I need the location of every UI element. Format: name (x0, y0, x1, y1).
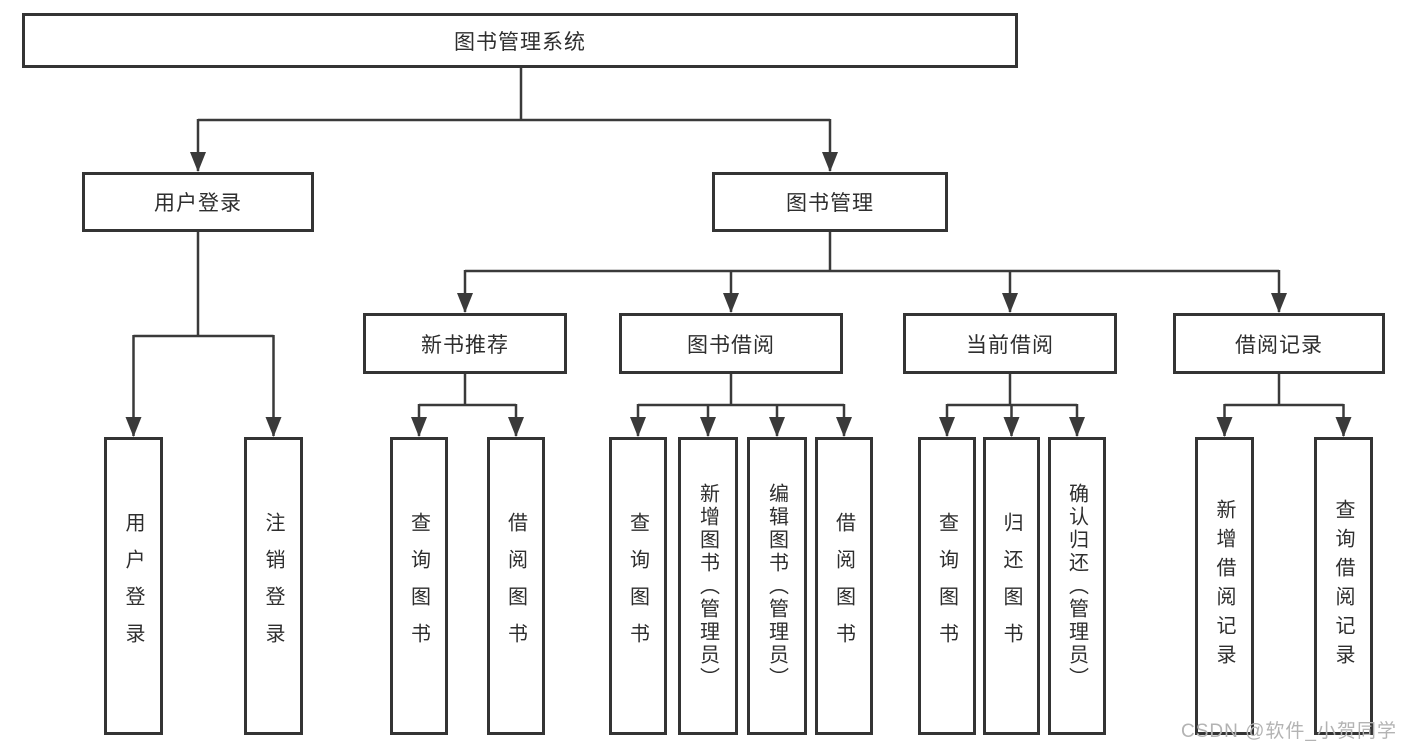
leaf-confirm-return-admin-label: 确认归还（管理员） (1065, 482, 1088, 690)
leaf-logout: 注销登录 (244, 437, 303, 735)
node-root: 图书管理系统 (22, 13, 1018, 68)
node-current-borrowing: 当前借阅 (903, 313, 1117, 374)
leaf-borrow-books-recommend-label: 借阅图书 (504, 512, 527, 660)
leaf-borrow-books-borrowing-label: 借阅图书 (832, 512, 855, 660)
node-root-label: 图书管理系统 (454, 30, 586, 54)
node-book-borrowing-label: 图书借阅 (687, 333, 775, 357)
leaf-query-books-borrowing-label: 查询图书 (626, 512, 649, 660)
node-borrowing-records-label: 借阅记录 (1235, 333, 1323, 357)
leaf-query-books-recommend-label: 查询图书 (407, 512, 430, 660)
node-book-management-label: 图书管理 (786, 192, 874, 215)
leaf-user-login-label: 用户登录 (122, 512, 144, 660)
leaf-query-books-current-label: 查询图书 (935, 512, 958, 660)
leaf-confirm-return-admin: 确认归还（管理员） (1048, 437, 1106, 735)
leaf-add-book-admin-label: 新增图书（管理员） (696, 482, 719, 690)
leaf-query-books-borrowing: 查询图书 (609, 437, 667, 735)
leaf-return-books-label: 归还图书 (1000, 512, 1022, 660)
node-user-login-label: 用户登录 (154, 192, 242, 215)
node-user-login: 用户登录 (82, 172, 314, 232)
node-current-borrowing-label: 当前借阅 (966, 333, 1054, 357)
leaf-add-book-admin: 新增图书（管理员） (678, 437, 738, 735)
watermark: CSDN @软件_小贺同学 (1181, 721, 1397, 742)
node-borrowing-records: 借阅记录 (1173, 313, 1385, 374)
node-new-book-recommend: 新书推荐 (363, 313, 567, 374)
leaf-add-borrow-record-label: 新增借阅记录 (1213, 499, 1235, 673)
node-new-book-recommend-label: 新书推荐 (421, 333, 509, 357)
leaf-query-borrow-record: 查询借阅记录 (1314, 437, 1373, 735)
leaf-query-books-recommend: 查询图书 (390, 437, 448, 735)
leaf-user-login: 用户登录 (104, 437, 163, 735)
leaf-edit-book-admin-label: 编辑图书（管理员） (765, 482, 788, 690)
node-book-borrowing: 图书借阅 (619, 313, 843, 374)
node-book-management: 图书管理 (712, 172, 948, 232)
leaf-borrow-books-recommend: 借阅图书 (487, 437, 545, 735)
leaf-query-borrow-record-label: 查询借阅记录 (1332, 499, 1354, 673)
leaf-return-books: 归还图书 (983, 437, 1040, 735)
leaf-logout-label: 注销登录 (262, 512, 284, 660)
leaf-add-borrow-record: 新增借阅记录 (1195, 437, 1254, 735)
leaf-query-books-current: 查询图书 (918, 437, 976, 735)
leaf-edit-book-admin: 编辑图书（管理员） (747, 437, 807, 735)
leaf-borrow-books-borrowing: 借阅图书 (815, 437, 873, 735)
